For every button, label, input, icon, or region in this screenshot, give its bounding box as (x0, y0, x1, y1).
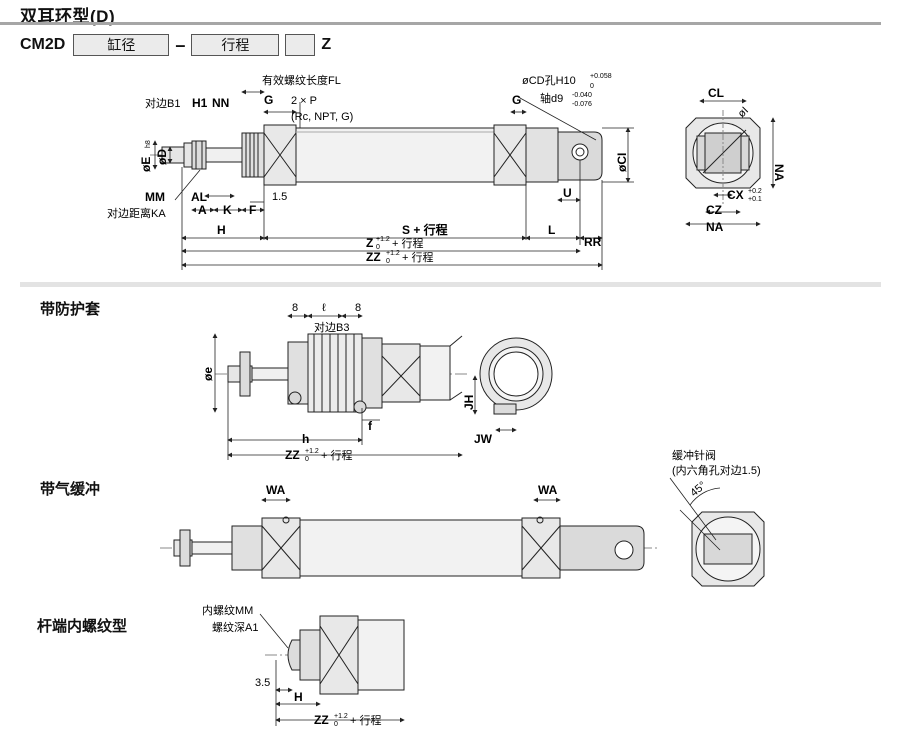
model-code: CM2D (20, 36, 66, 53)
cushion-view (160, 497, 660, 579)
label-female-h: H (294, 690, 303, 704)
label-f: F (249, 203, 256, 217)
label-port: 2 × P (291, 95, 317, 107)
model-suffix: Z (321, 36, 332, 53)
title-rule (0, 22, 881, 25)
label-zz-stroke: + 行程 (402, 251, 433, 264)
rod-cover-thread (241, 132, 265, 178)
label-female-3-5: 3.5 (255, 677, 270, 689)
label-h: H (217, 223, 226, 237)
label-a: A (198, 203, 207, 217)
main-dimensions (152, 89, 634, 270)
main-cylinder-view (150, 124, 605, 186)
label-k: K (223, 203, 232, 217)
label-cx-tol-upper: +0.2 (748, 188, 762, 195)
label-boot-l: ℓ (322, 302, 326, 314)
label-z-tol-lower: 0 (376, 244, 380, 251)
label-fl: 有效螺纹长度FL (262, 73, 341, 87)
label-cl: CL (708, 86, 724, 100)
label-mm: MM (145, 190, 165, 204)
label-na-vertical: NA (772, 164, 786, 182)
label-z: Z (366, 236, 373, 250)
label-na-horizontal: NA (706, 220, 724, 234)
label-female-zz: ZZ (314, 713, 329, 727)
label-cx-tol-lower: +0.1 (748, 196, 762, 203)
label-cd-tol-upper: +0.058 (590, 73, 612, 80)
label-ka: 对边距离KA (107, 206, 166, 220)
option-box (285, 34, 316, 56)
label-d9: 轴d9 (540, 91, 563, 105)
label-hex-note: (内六角孔对边1.5) (672, 463, 761, 477)
label-female-a1: 螺纹深A1 (212, 620, 258, 634)
label-al: AL (191, 190, 207, 204)
boot (307, 333, 363, 413)
label-boot-b3: 对边B3 (314, 320, 349, 334)
label-u: U (563, 186, 572, 200)
label-h1: H1 (192, 96, 208, 110)
label-g-left: G (264, 93, 273, 107)
label-z-stroke: + 行程 (392, 237, 423, 250)
label-b1: 对边B1 (145, 96, 180, 110)
label-e-fit: h8 (145, 140, 152, 148)
piston-rod (205, 147, 243, 163)
label-zz: ZZ (366, 250, 381, 264)
label-boot-f: f (368, 419, 373, 433)
stroke-box: 行程 (191, 34, 280, 56)
label-boot-zz-tol-upper: +1.2 (305, 448, 319, 455)
label-g-right: G (512, 93, 521, 107)
model-code-row: CM2D 缸径 – 行程 Z (20, 34, 331, 56)
section-title-female: 杆端内螺纹型 (37, 618, 128, 635)
bore-box: 缸径 (73, 34, 170, 56)
cylinder-tube (295, 127, 495, 183)
section-title-cushion: 带气缓冲 (40, 481, 101, 498)
label-boot-zz-tol-lower: 0 (305, 456, 309, 463)
label-jw: JW (474, 432, 493, 446)
model-dash: – (175, 34, 186, 55)
label-female-zz-tol-upper: +1.2 (334, 713, 348, 720)
label-boot-8b: 8 (355, 302, 361, 314)
label-jh: JH (462, 395, 476, 410)
label-s: S + 行程 (402, 222, 448, 237)
label-cd: øCD孔H10 (522, 74, 576, 87)
section-divider (20, 282, 881, 287)
page-title: 双耳环型(D) (20, 7, 116, 26)
label-e: øE (139, 157, 153, 172)
label-d: øD (155, 149, 169, 165)
label-zz-tol-lower: 0 (386, 258, 390, 265)
label-d9-tol-upper: -0.040 (572, 92, 592, 99)
rod-end-nut (191, 140, 207, 170)
label-nn: NN (212, 96, 229, 110)
label-boot-8a: 8 (292, 302, 298, 314)
label-female-zz-stroke: + 行程 (350, 714, 381, 727)
label-boot-zz: ZZ (285, 448, 300, 462)
label-wa-right: WA (538, 483, 558, 497)
section-title-boot: 带防护套 (40, 301, 101, 318)
label-female-zz-tol-lower: 0 (334, 721, 338, 728)
label-needle: 缓冲针阀 (672, 448, 716, 462)
label-female-mm: 内螺纹MM (202, 603, 253, 617)
label-l: L (548, 223, 555, 237)
label-boot-e: øe (201, 367, 215, 381)
label-cz: CZ (706, 203, 722, 217)
label-1-5: 1.5 (272, 191, 287, 203)
cushion-end-view (669, 477, 765, 587)
label-cx: CX (727, 188, 744, 202)
label-wa-left: WA (266, 483, 286, 497)
label-ci: øCI (615, 153, 629, 172)
label-angle: 45° (688, 479, 708, 499)
end-view (685, 98, 776, 227)
label-rr: RR (584, 235, 602, 249)
label-boot-h: h (302, 432, 309, 446)
female-thread-view (259, 613, 405, 726)
boot-view (212, 313, 470, 460)
boot-end-view (472, 337, 553, 433)
label-boot-zz-stroke: + 行程 (321, 449, 352, 462)
label-port-note: (Rc, NPT, G) (291, 111, 353, 123)
label-z-tol-upper: +1.2 (376, 236, 390, 243)
label-cd-tol-lower: 0 (590, 83, 594, 90)
label-d9-tol-lower: -0.076 (572, 101, 592, 108)
label-zz-tol-upper: +1.2 (386, 250, 400, 257)
